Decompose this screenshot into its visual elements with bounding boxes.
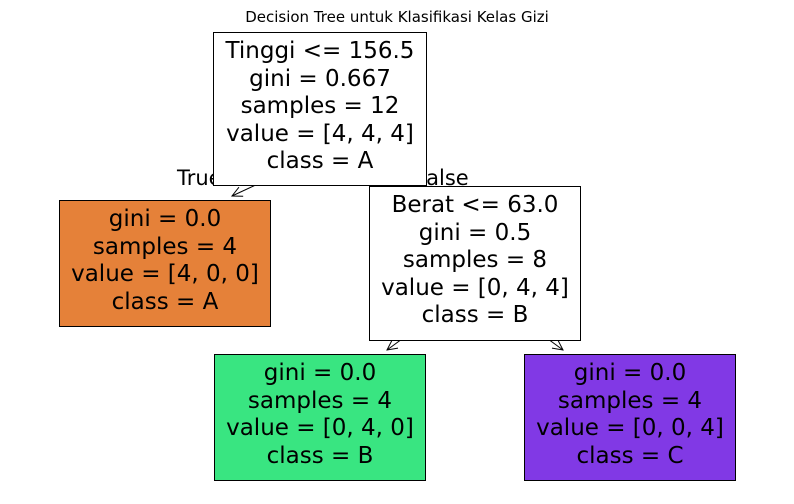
node-class: class = A [266, 148, 374, 174]
node-gini: gini = 0.667 [249, 65, 391, 92]
node-samples: samples = 12 [240, 93, 400, 119]
node-class: class = B [266, 442, 374, 469]
root-node: Tinggi <= 156.5 gini = 0.667 samples = 1… [213, 32, 427, 186]
node-samples: samples = 4 [557, 387, 703, 414]
node-gini: gini = 0.5 [418, 219, 532, 246]
node-value: value = [0, 4, 0] [226, 415, 414, 441]
node-samples: samples = 4 [247, 387, 393, 414]
leaf-node-class-c: gini = 0.0 samples = 4 value = [0, 0, 4]… [524, 354, 736, 481]
node-gini: gini = 0.0 [108, 206, 222, 232]
node-class: class = B [421, 302, 529, 328]
node-split-condition: Tinggi <= 156.5 [225, 38, 415, 64]
node-class: class = C [576, 442, 684, 469]
leaf-node-class-a: gini = 0.0 samples = 4 value = [4, 0, 0]… [59, 200, 271, 327]
node-samples: samples = 8 [402, 247, 548, 273]
node-value: value = [0, 0, 4] [536, 415, 724, 441]
node-split-condition: Berat <= 63.0 [391, 192, 559, 218]
node-gini: gini = 0.0 [263, 360, 377, 386]
node-gini: gini = 0.0 [573, 360, 687, 386]
node-value: value = [4, 0, 0] [71, 261, 259, 287]
node-samples: samples = 4 [92, 233, 238, 260]
node-value: value = [0, 4, 4] [381, 274, 569, 301]
split-node-berat: Berat <= 63.0 gini = 0.5 samples = 8 val… [369, 186, 581, 341]
leaf-node-class-b: gini = 0.0 samples = 4 value = [0, 4, 0]… [214, 354, 426, 481]
node-class: class = A [111, 288, 219, 315]
node-value: value = [4, 4, 4] [226, 120, 414, 147]
diagram-title: Decision Tree untuk Klasifikasi Kelas Gi… [245, 8, 549, 26]
